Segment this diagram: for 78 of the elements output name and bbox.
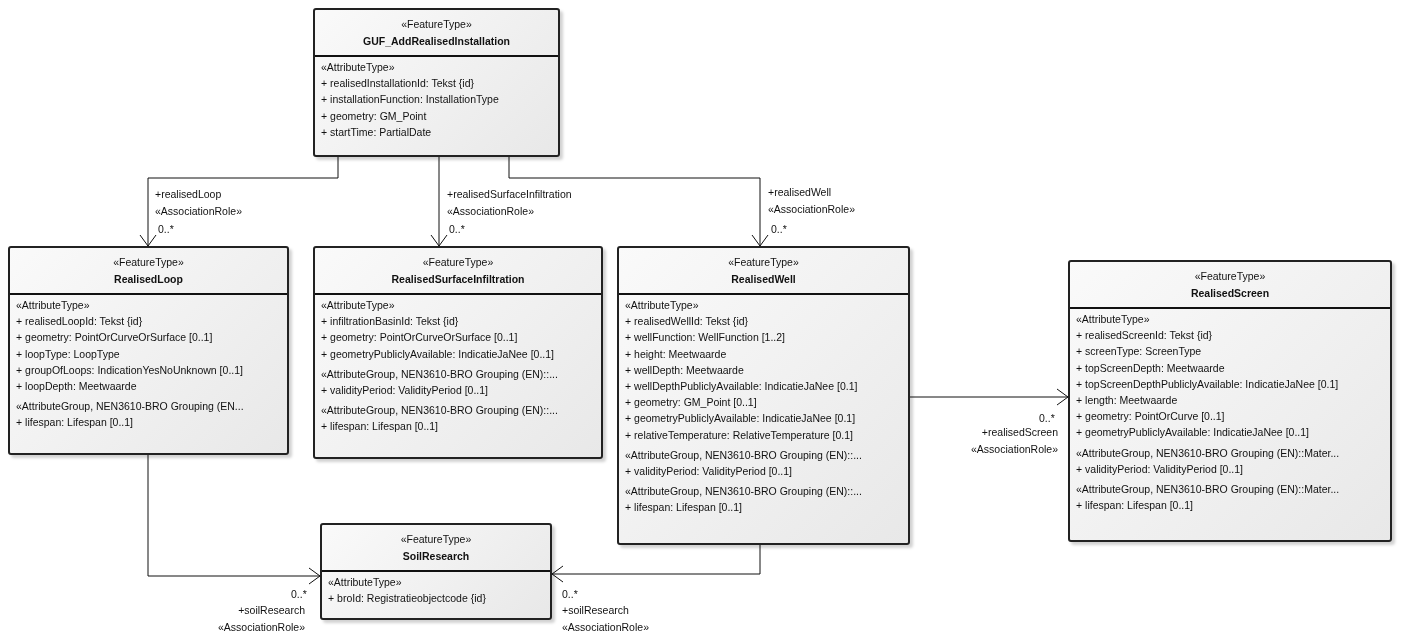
class-box — [617, 246, 910, 545]
class-member-text: «AttributeGroup, NEN3610-BRO Grouping (EN)::... — [321, 366, 558, 382]
class-box — [313, 246, 603, 459]
association-arrow — [508, 156, 769, 247]
class-name: SoilResearch — [401, 549, 471, 564]
class-member-text: + lifespan: Lifespan [0..1] — [321, 419, 439, 435]
class-member-text: «AttributeType» — [16, 298, 90, 313]
class-member-text: + infiltrationBasinId: Tekst {id} — [321, 314, 459, 330]
class-member-text: «AttributeGroup, NEN3610-BRO Grouping (EN... — [16, 399, 244, 415]
class-member-text: «AttributeGroup, NEN3610-BRO Grouping (EN)::... — [625, 447, 862, 463]
class-member-text: + installationFunction: InstallationType — [321, 92, 499, 108]
class-member-text: + geometryPubliclyAvailable: IndicatieJaNee [0..1] — [321, 346, 554, 362]
class-member-text: + wellDepthPubliclyAvailable: IndicatieJaNee [0.1] — [625, 379, 858, 394]
class-member-text: + geometry: PointOrCurve [0..1] — [1076, 409, 1225, 425]
class-member-text: + realisedScreenId: Tekst {id} — [1076, 328, 1213, 344]
class-member-text: «AttributeType» — [321, 60, 395, 75]
class-box — [320, 523, 552, 620]
stereotype-label: «FeatureType» — [1193, 269, 1267, 284]
class-member-text: + height: Meetwaarde — [625, 346, 727, 362]
association-arrow — [147, 454, 321, 585]
class-member-text: + broId: Registratieobjectcode {id} — [328, 591, 486, 607]
class-box — [8, 246, 289, 455]
class-member-text: «AttributeType» — [328, 575, 402, 590]
association-arrow — [551, 544, 761, 583]
class-member-text: + geometry: PointOrCurveOrSurface [0..1] — [16, 330, 213, 346]
multiplicity-label: 0..* — [158, 222, 174, 236]
class-member-text: «AttributeType» — [321, 298, 395, 313]
class-member-text: + startTime: PartialDate — [321, 124, 432, 140]
class-member-text: + length: Meetwaarde — [1076, 393, 1178, 408]
multiplicity-label: 0..* — [1039, 411, 1055, 425]
stereotype-label: «FeatureType» — [112, 255, 185, 270]
class-member-text: + realisedInstallationId: Tekst {id} — [321, 76, 475, 92]
class-box — [313, 8, 560, 157]
class-member-text: + geometryPubliclyAvailable: IndicatieJaNee [0..1] — [1076, 425, 1309, 441]
class-name: RealisedScreen — [1189, 286, 1271, 301]
class-member-text: + loopType: LoopType — [16, 346, 120, 362]
class-member-text: + lifespan: Lifespan [0..1] — [1076, 498, 1194, 514]
association-arrow — [139, 156, 339, 247]
association-arrow — [430, 156, 448, 247]
class-member-text: «AttributeGroup, NEN3610-BRO Grouping (EN)::Mater... — [1076, 482, 1340, 497]
class-member-text: + validityPeriod: ValidityPeriod [0..1] — [625, 464, 792, 479]
class-member-text: + geometry: GM_Point [0..1] — [625, 395, 757, 411]
class-member-text: + topScreenDepth: Meetwaarde — [1076, 360, 1225, 376]
multiplicity-label: 0..* — [771, 222, 787, 236]
stereotype-label: «FeatureType» — [399, 532, 473, 547]
stereotype-label: «FeatureType» — [400, 17, 473, 32]
class-name: RealisedWell — [730, 272, 797, 287]
class-member-text: + validityPeriod: ValidityPeriod [0..1] — [321, 383, 488, 398]
class-member-text: + lifespan: Lifespan [0..1] — [625, 500, 743, 516]
class-member-text: + screenType: ScreenType — [1076, 344, 1202, 360]
class-member-text: + lifespan: Lifespan [0..1] — [16, 415, 134, 431]
class-member-text: + wellFunction: WellFunction [1..2] — [625, 330, 785, 346]
class-name: RealisedLoop — [113, 272, 184, 287]
class-member-text: «AttributeGroup, NEN3610-BRO Grouping (EN)::... — [625, 484, 862, 500]
class-member-text: + wellDepth: Meetwaarde — [625, 362, 744, 378]
stereotype-label: «FeatureType» — [727, 255, 800, 270]
class-box — [1068, 260, 1392, 542]
class-member-text: + groupOfLoops: IndicationYesNoUnknown [0..1] — [16, 362, 243, 378]
class-member-text: + validityPeriod: ValidityPeriod [0..1] — [1076, 461, 1243, 477]
class-member-text: + geometry: PointOrCurveOrSurface [0..1] — [321, 330, 518, 346]
class-member-text: + geometry: GM_Point — [321, 108, 427, 124]
class-member-text: «AttributeType» — [1076, 312, 1150, 327]
class-member-text: «AttributeType» — [625, 298, 699, 313]
multiplicity-label: 0..* — [291, 587, 307, 601]
class-member-text: «AttributeGroup, NEN3610-BRO Grouping (EN)::... — [321, 403, 558, 419]
stereotype-label: «FeatureType» — [421, 255, 495, 270]
class-name: GUF_AddRealisedInstallation — [362, 34, 511, 49]
multiplicity-label: 0..* — [562, 587, 578, 601]
class-member-text: + loopDepth: Meetwaarde — [16, 379, 137, 394]
class-member-text: + realisedWellId: Tekst {id} — [625, 314, 749, 330]
association-arrow — [909, 388, 1069, 406]
class-member-text: «AttributeGroup, NEN3610-BRO Grouping (EN)::Mater... — [1076, 445, 1340, 461]
class-name: RealisedSurfaceInfiltration — [390, 272, 526, 287]
multiplicity-label: 0..* — [449, 222, 465, 236]
class-member-text: + relativeTemperature: RelativeTemperature [0.1] — [625, 427, 853, 443]
class-member-text: + realisedLoopId: Tekst {id} — [16, 314, 143, 330]
class-member-text: + geometryPubliclyAvailable: IndicatieJaNee [0.1] — [625, 411, 856, 427]
class-member-text: + topScreenDepthPubliclyAvailable: IndicatieJaNee [0.1] — [1076, 376, 1339, 392]
